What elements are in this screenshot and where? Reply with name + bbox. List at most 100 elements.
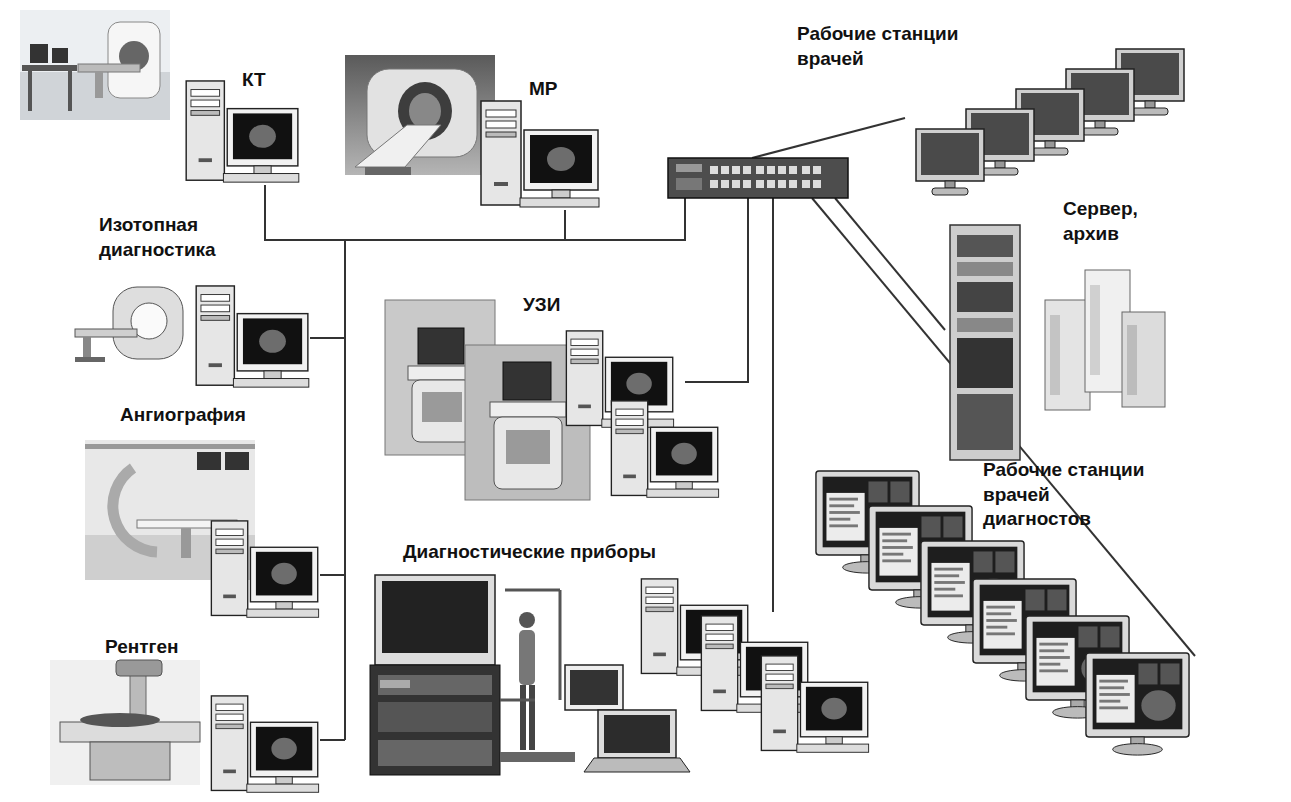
network-switch	[767, 166, 775, 174]
archive-cabinets	[1122, 312, 1165, 407]
network-switch	[710, 166, 718, 174]
mri-scanner	[409, 93, 441, 129]
network-switch	[732, 180, 740, 188]
network-switch	[813, 166, 821, 174]
workstation-pc	[196, 286, 309, 387]
angiography-room	[181, 528, 191, 558]
isotope-gamma-camera	[75, 287, 183, 362]
label-text: КТ	[242, 68, 266, 93]
xray-machine	[116, 660, 162, 676]
diagnostic-devices	[500, 699, 535, 702]
ultrasound-label: УЗИ	[521, 291, 562, 320]
diagnostic-devices	[520, 685, 526, 750]
isotope-gamma-camera	[83, 337, 91, 359]
diagnostic-devices	[375, 575, 495, 665]
xray-machine	[50, 660, 200, 785]
label-text: МР	[529, 77, 558, 102]
diagnostic-devices	[519, 630, 535, 685]
network-switch	[778, 180, 786, 188]
xray-machine	[80, 713, 160, 727]
diagnostic-devices	[565, 665, 623, 710]
ct-scanner	[28, 71, 32, 111]
ct-scanner	[22, 65, 77, 71]
workstation-pc	[481, 101, 599, 207]
label-text: УЗИ	[523, 293, 560, 318]
xray-machine	[90, 742, 170, 780]
angiography-room	[225, 452, 249, 470]
diagnostic-devices-label: Диагностические приборы	[401, 538, 658, 567]
angiography-room	[85, 444, 255, 449]
doctor-monitor	[916, 129, 984, 195]
network-wires	[752, 118, 905, 158]
ct-scanner	[78, 64, 140, 72]
ultrasound-machine	[412, 380, 472, 442]
network-wires	[564, 210, 566, 240]
archive-cabinets	[1045, 270, 1165, 410]
network-switch	[743, 166, 751, 174]
network-wires	[772, 198, 774, 612]
ct-scanner	[95, 72, 103, 98]
network-switch	[668, 158, 848, 198]
isotope-gamma-camera	[113, 287, 183, 359]
network-switch	[721, 180, 729, 188]
archive-cabinets	[1127, 325, 1137, 395]
archive-cabinets	[1050, 315, 1060, 395]
network-wires	[320, 574, 345, 576]
server-rack	[957, 235, 1013, 257]
mri-scanner	[345, 55, 495, 175]
workstation-pc	[186, 81, 299, 182]
diagnostic-devices	[505, 589, 560, 592]
diagnostic-devices	[382, 581, 488, 653]
mri-scanner	[355, 125, 441, 167]
doctors-workstations-label: Рабочие станции врачей	[795, 20, 995, 73]
workstation-pc	[211, 521, 318, 617]
network-switch	[676, 164, 702, 172]
diagnostic-devices	[519, 612, 535, 628]
diagnostic-devices	[584, 758, 690, 772]
network-switch	[789, 166, 797, 174]
xray-machine	[50, 660, 200, 785]
network-switch	[756, 180, 764, 188]
workstation-pc	[761, 656, 868, 752]
ultrasound-machine	[506, 430, 550, 464]
label-text: Изотопная диагностика	[99, 213, 245, 262]
network-wires	[310, 337, 345, 339]
diagnostic-devices	[500, 752, 575, 762]
ultrasound-machine	[490, 402, 566, 417]
network-wires	[320, 739, 345, 741]
network-switch	[756, 166, 764, 174]
network-switch	[721, 166, 729, 174]
diagnostic-devices	[380, 680, 410, 688]
server-rack	[957, 282, 1013, 312]
network-wires	[344, 240, 346, 740]
network-wires	[685, 198, 748, 382]
ct-scanner	[30, 44, 48, 63]
mr-label: МР	[527, 75, 560, 104]
server-rack	[950, 225, 1020, 460]
mri-scanner	[365, 167, 411, 175]
network-switch	[743, 180, 751, 188]
ct-scanner	[20, 10, 170, 120]
diagnostic-devices	[598, 710, 676, 758]
archive-cabinets	[1045, 300, 1090, 410]
network-switch	[710, 180, 718, 188]
network-switch	[813, 180, 821, 188]
angiography-label: Ангиография	[118, 401, 248, 430]
mri-scanner	[345, 55, 495, 175]
workstation-pc	[211, 696, 318, 792]
network-wires	[265, 185, 685, 240]
ct-scanner	[20, 10, 170, 120]
network-wires	[265, 118, 1195, 740]
diagnostic-devices	[370, 665, 500, 775]
xray-label: Рентген	[103, 633, 181, 662]
label-text: Сервер, архив	[1063, 197, 1171, 246]
ct-label: КТ	[240, 66, 268, 95]
diagnostic-devices	[570, 670, 618, 705]
label-text: Диагностические приборы	[403, 540, 656, 565]
server-archive-label: Сервер, архив	[1061, 195, 1173, 248]
network-switch	[732, 166, 740, 174]
diagnostic-devices	[604, 715, 670, 753]
network-wires	[835, 198, 945, 330]
